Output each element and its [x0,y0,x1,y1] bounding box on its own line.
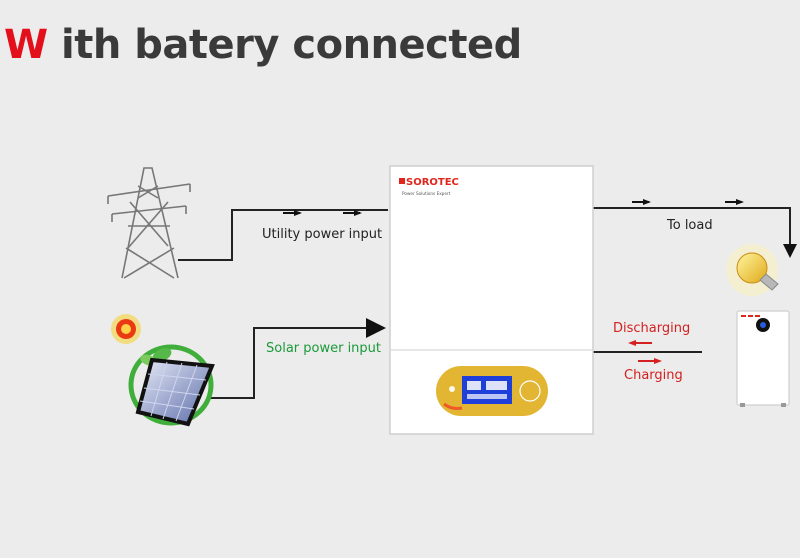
title-first-letter: W [4,22,48,68]
utility-line [178,209,388,261]
load-flow-arrow [632,199,651,205]
load-arrowhead [783,244,797,258]
to-load-label: To load [667,218,713,233]
solar-arrowhead [366,318,386,338]
utility-flow-arrow [343,210,362,216]
charging-label: Charging [624,368,683,383]
discharging-label: Discharging [613,321,691,336]
discharge-arrow [628,340,652,346]
solar-panel-icon [128,344,215,427]
load-line [592,207,791,246]
page-title: W ith batery connected [4,22,522,68]
transmission-tower-icon [107,167,191,279]
inverter-icon [389,165,594,435]
solar-power-input-label: Solar power input [266,341,382,356]
battery-icon [736,310,790,407]
solar-line [210,327,368,399]
light-bulb-icon [726,244,779,296]
utility-flow-arrow [283,210,302,216]
inverter-brand: SOROTEC [406,177,459,188]
title-rest: ith batery connected [47,22,522,68]
load-flow-arrow [725,199,744,205]
charge-arrow [638,358,662,364]
sun-icon [111,314,141,344]
inverter-tagline: Power Solutions Expert [402,191,451,196]
utility-power-input-label: Utility power input [262,227,383,242]
